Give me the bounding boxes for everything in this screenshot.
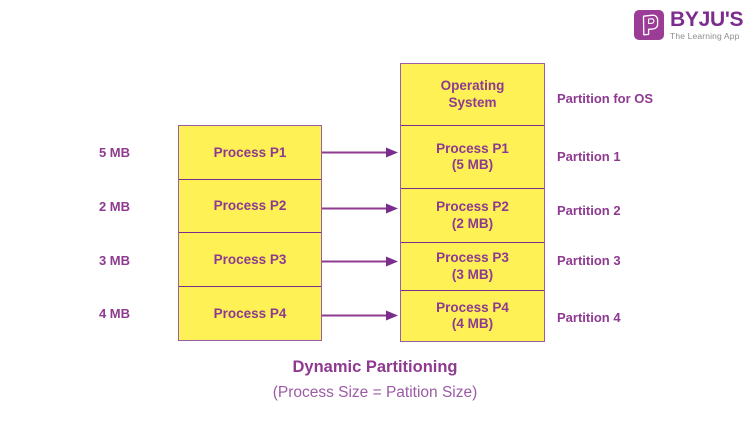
memory-cell-p4-line2: (4 MB)	[451, 316, 494, 331]
memory-cell-os-line1: Operating	[440, 78, 505, 94]
arrow-right-icon-p3	[322, 256, 400, 267]
byjus-b-logo-icon	[634, 9, 664, 40]
partition-label-os: Partition for OS	[557, 91, 654, 106]
arrow-right-icon-p2	[322, 203, 400, 214]
partition-label-2: Partition 2	[557, 203, 621, 218]
memory-cell-p3-line1: Process P3	[436, 250, 509, 266]
partition-label-1: Partition 1	[557, 149, 621, 164]
memory-cell-p2-line1: Process P2	[436, 199, 509, 215]
logo-text-block: BYJU'S The Learning App	[670, 8, 744, 42]
process-cell-p4: Process P4	[179, 286, 321, 340]
size-label-p3: 3 MB	[98, 253, 130, 268]
arrow-right-icon-p1	[322, 147, 400, 158]
process-cell-p3: Process P3	[179, 233, 321, 287]
process-cell-p2: Process P2	[179, 179, 321, 233]
logo-tagline: The Learning App	[670, 31, 740, 42]
memory-cell-p2: Process P2 (2 MB)	[401, 189, 544, 243]
arrow-right-icon-p4	[322, 310, 400, 321]
memory-cell-p1: Process P1 (5 MB)	[401, 126, 544, 189]
size-label-p4: 4 MB	[98, 306, 130, 321]
diagram-title: Dynamic Partitioning	[292, 358, 458, 376]
memory-cell-p1-line1: Process P1	[436, 140, 509, 156]
memory-cell-os: Operating System	[401, 64, 544, 126]
process-list-column: Process P1 Process P2 Process P3 Process…	[178, 125, 322, 341]
logo-wordmark: BYJU'S	[670, 8, 744, 31]
process-cell-p1: Process P1	[179, 126, 321, 180]
memory-cell-p2-line2: (2 MB)	[451, 215, 494, 231]
memory-cell-p4-line1: Process P4	[436, 299, 509, 315]
memory-cell-os-line2: System	[448, 94, 497, 110]
partition-label-3: Partition 3	[557, 253, 621, 268]
memory-map-column: Operating System Process P1 (5 MB) Proce…	[400, 63, 545, 342]
byjus-logo: BYJU'S The Learning App	[634, 8, 744, 42]
memory-cell-p4: Process P4 (4 MB)	[401, 291, 544, 341]
memory-cell-p3: Process P3 (3 MB)	[401, 243, 544, 291]
size-label-p2: 2 MB	[98, 199, 130, 214]
size-label-p1: 5 MB	[98, 145, 130, 160]
partition-label-4: Partition 4	[557, 310, 621, 325]
memory-cell-p3-line2: (3 MB)	[451, 266, 494, 282]
memory-cell-p1-line2: (5 MB)	[451, 157, 494, 172]
diagram-subtitle: (Process Size = Patition Size)	[272, 384, 478, 401]
